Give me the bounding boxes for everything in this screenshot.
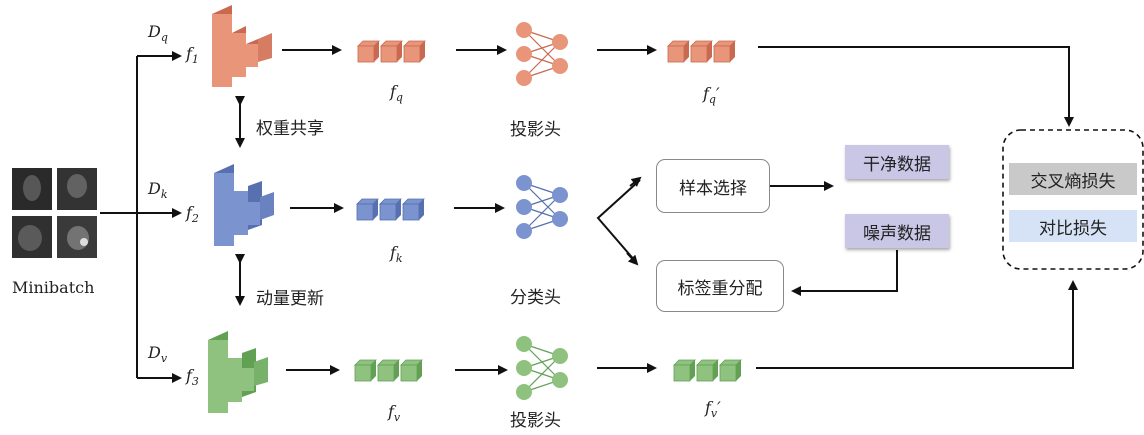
feature-fv-label: fv — [388, 402, 401, 425]
feature-cube — [719, 359, 742, 382]
classification-head-label: 分类头 — [510, 288, 561, 308]
feature-cube — [380, 40, 403, 63]
feature-cube — [357, 40, 380, 63]
network-node — [516, 336, 532, 352]
network-node — [516, 199, 532, 215]
projection-head-q-label: 投影头 — [510, 120, 561, 140]
network-node — [552, 187, 568, 203]
feature-to-head-arrows — [454, 45, 508, 375]
output-to-loss-arrows — [756, 46, 1078, 369]
feature-cube — [713, 40, 736, 63]
weight-sharing-label: 权重共享 — [256, 119, 324, 139]
trunk-arrows — [100, 51, 182, 383]
feature-cube — [377, 359, 400, 382]
feature-cube — [400, 359, 423, 382]
encoder-to-feature-arrows — [282, 45, 344, 375]
network-node — [516, 223, 532, 239]
output-cubes-fq-prime — [667, 40, 736, 63]
feature-cube — [356, 198, 379, 221]
label-reassignment-box: 标签重分配 — [656, 260, 784, 312]
feature-fk-label: fk — [390, 243, 403, 266]
network-node — [552, 372, 568, 388]
output-fv-prime-label: fv′ — [705, 398, 721, 421]
classification-head — [516, 175, 568, 239]
feature-fq-label: fq — [390, 82, 403, 105]
network-node — [552, 58, 568, 74]
encoder-f2 — [214, 164, 274, 246]
cross-entropy-loss: 交叉熵损失 — [1009, 163, 1137, 195]
encoder-f2-label: f2 — [186, 203, 199, 226]
network-node — [516, 70, 532, 86]
encoder-f3-label: f3 — [186, 366, 199, 389]
feature-cube — [403, 40, 426, 63]
feature-cube — [667, 40, 690, 63]
network-node — [516, 384, 532, 400]
encoder-f1-label: f1 — [186, 44, 199, 67]
feature-cube — [673, 359, 696, 382]
output-cubes-fv-prime — [673, 359, 742, 382]
output-fq-prime-label: fq′ — [703, 84, 720, 107]
clean-data-tag: 干净数据 — [845, 145, 949, 179]
network-node — [516, 22, 532, 38]
dataset-dv-label: Dv — [148, 343, 168, 366]
encoder-f3 — [208, 331, 268, 413]
projection-head-v-label: 投影头 — [510, 411, 561, 431]
projection-head-q — [516, 22, 568, 86]
dataset-dk-label: Dk — [148, 179, 168, 202]
network-node — [552, 211, 568, 227]
minibatch-label: Minibatch — [12, 278, 95, 297]
network-node — [516, 175, 532, 191]
network-node — [516, 360, 532, 376]
loss-container — [1002, 129, 1144, 270]
network-node — [552, 348, 568, 364]
feature-cube — [402, 198, 425, 221]
dataset-dq-label: Dq — [148, 22, 168, 45]
momentum-update-label: 动量更新 — [256, 289, 324, 309]
feature-cube — [379, 198, 402, 221]
selection-arrows — [770, 181, 898, 296]
sample-selection-box: 样本选择 — [656, 159, 770, 213]
feature-cubes-fv — [354, 359, 423, 382]
encoder-f1 — [212, 5, 272, 87]
minibatch-images — [12, 168, 97, 258]
feature-cube — [690, 40, 713, 63]
feature-cube — [354, 359, 377, 382]
projection-head-v — [516, 336, 568, 400]
feature-cubes-fk — [356, 198, 425, 221]
fork-arrows — [596, 176, 642, 266]
noisy-data-tag: 噪声数据 — [845, 214, 949, 248]
network-node — [516, 46, 532, 62]
feature-cube — [696, 359, 719, 382]
contrastive-loss: 对比损失 — [1009, 210, 1137, 242]
feature-cubes-fq — [357, 40, 426, 63]
head-to-output-arrows — [597, 45, 657, 373]
network-node — [552, 34, 568, 50]
